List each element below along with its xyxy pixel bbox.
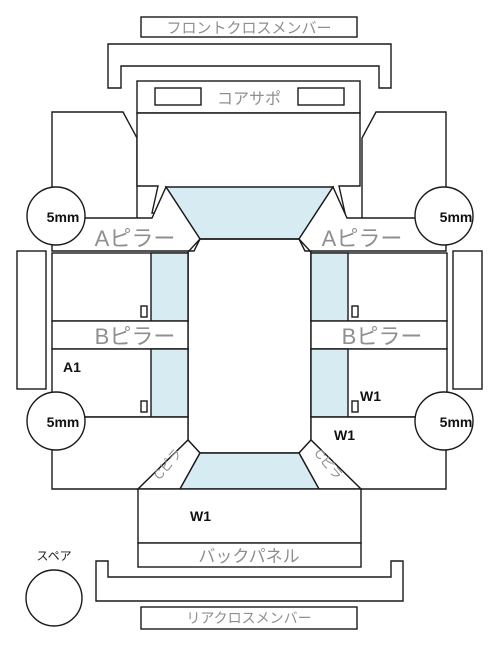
front-door-handle-right <box>351 305 359 318</box>
rear-cross-member-box[interactable] <box>140 606 358 630</box>
front-door-window-right[interactable] <box>310 252 349 322</box>
rear-door-window-right[interactable] <box>310 348 349 418</box>
rocker-panel-left[interactable] <box>16 250 47 390</box>
rear-bumper-reinforcement[interactable] <box>95 560 404 602</box>
damage-mark-w1-trunk: W1 <box>190 508 211 524</box>
spare-tire[interactable] <box>25 569 83 627</box>
front-cross-member-label: フロントクロスメンバー <box>166 20 331 37</box>
b-pillar-right-label: Bピラー <box>342 324 423 349</box>
tire-front-left[interactable] <box>26 186 86 246</box>
tire-rear-left[interactable] <box>26 391 86 451</box>
headlight-right[interactable] <box>297 87 345 106</box>
tire-front-right[interactable] <box>414 186 474 246</box>
headlight-left[interactable] <box>154 87 202 106</box>
roof[interactable] <box>187 238 312 454</box>
damage-mark-w1-quarter: W1 <box>334 427 355 443</box>
core-support-label: コアサポ <box>217 90 281 108</box>
tire-rear-left-depth: 5mm <box>47 414 80 430</box>
front-door-window-left[interactable] <box>150 252 189 322</box>
a-pillar-left-label: Aピラー <box>95 226 176 251</box>
front-door-handle-left <box>140 305 148 318</box>
rear-door-window-left[interactable] <box>150 348 189 418</box>
front-cross-member-box[interactable] <box>140 16 358 38</box>
back-panel-label: バックパネル <box>198 547 299 566</box>
rocker-panel-right[interactable] <box>452 250 483 390</box>
rear-cross-member-label: リアクロスメンバー <box>186 610 311 626</box>
tire-rear-right[interactable] <box>414 391 474 451</box>
rear-door-handle-left <box>140 400 148 413</box>
tire-front-left-depth: 5mm <box>47 209 80 225</box>
tire-rear-right-depth: 5mm <box>440 414 473 430</box>
back-panel-box[interactable] <box>137 542 362 568</box>
trunk-lid[interactable] <box>137 488 362 544</box>
front-bumper-reinforcement[interactable] <box>107 43 392 89</box>
rear-window[interactable] <box>178 452 321 490</box>
damage-mark-a1: A1 <box>63 359 81 375</box>
a-pillar-right-label: Aピラー <box>322 226 403 251</box>
rear-door-handle-right <box>351 400 359 413</box>
tire-front-right-depth: 5mm <box>440 209 473 225</box>
spare-label: スペア <box>36 549 71 563</box>
b-pillar-left-label: Bピラー <box>95 324 176 349</box>
damage-mark-w1-rear-door: W1 <box>360 388 381 404</box>
